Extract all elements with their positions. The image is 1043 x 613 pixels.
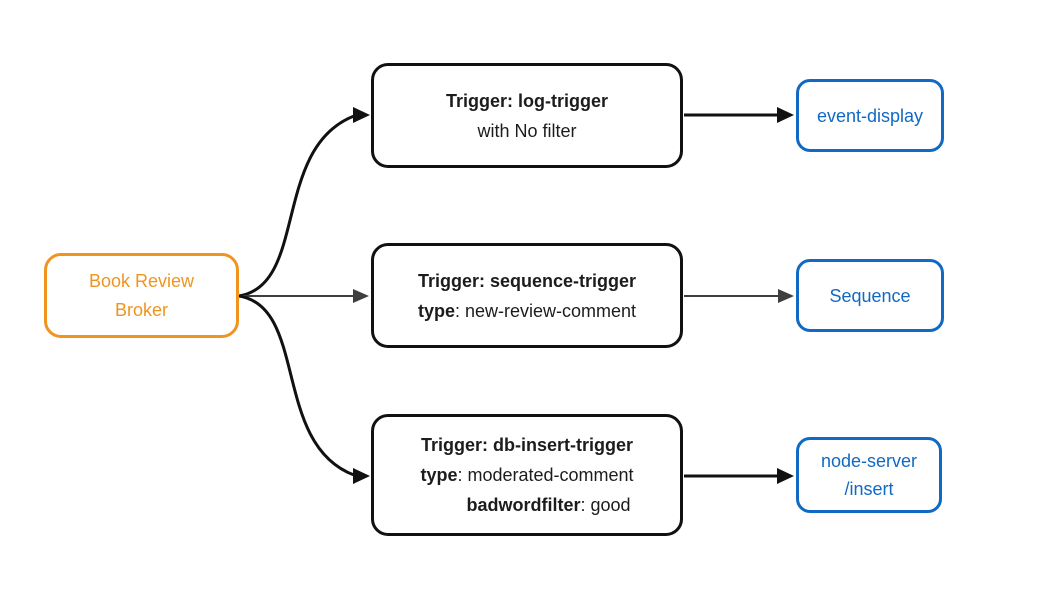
trigger-log-filter: with No filter [477, 120, 577, 141]
trigger-node-sequence: Trigger: sequence-trigger type: new-revi… [371, 243, 683, 348]
trigger-db-insert-badword-value: : good [580, 495, 631, 515]
sink-node-node-server: node-server /insert [796, 437, 942, 513]
arrowhead-broker-to-log-trigger [353, 107, 370, 123]
broker-label-line1: Book Review [88, 270, 195, 291]
sink-node-server-label-line1: node-server [820, 451, 918, 471]
arrow-broker-to-db-insert-trigger [238, 294, 355, 477]
trigger-db-insert-filter-badword: badwordfilter: good [423, 490, 630, 520]
sink-node-event-display: event-display [796, 79, 944, 152]
arrowhead-broker-to-db-insert-trigger [353, 468, 370, 484]
arrow-broker-to-log-trigger [238, 114, 355, 298]
arrowhead-sequence-trigger-to-sequence [778, 289, 794, 303]
arrowhead-db-insert-trigger-to-node-server [777, 468, 794, 484]
broker-node: Book Review Broker [44, 253, 239, 338]
sink-sequence-label: Sequence [829, 285, 911, 306]
trigger-db-insert-badword-key: badwordfilter [466, 495, 581, 515]
sink-node-sequence: Sequence [796, 259, 944, 332]
trigger-db-insert-filter-type: type: moderated-comment [420, 460, 633, 490]
trigger-db-insert-type-key: type [420, 465, 458, 485]
trigger-log-title: Trigger: log-trigger [446, 90, 608, 111]
broker-label-line2: Broker [114, 299, 168, 320]
trigger-sequence-title: Trigger: sequence-trigger [417, 270, 637, 291]
trigger-sequence-filter-key: type [417, 300, 455, 321]
sink-event-display-label: event-display [816, 105, 924, 126]
trigger-node-log: Trigger: log-trigger with No filter [371, 63, 683, 168]
trigger-db-insert-title: Trigger: db-insert-trigger [420, 435, 633, 455]
trigger-db-insert-type-value: : moderated-comment [457, 465, 634, 485]
arrowhead-broker-to-sequence-trigger [353, 289, 369, 303]
trigger-sequence-filter: type: new-review-comment [418, 296, 636, 326]
trigger-sequence-filter-value: : new-review-comment [454, 300, 637, 321]
trigger-node-db-insert: Trigger: db-insert-trigger type: moderat… [371, 414, 683, 536]
arrowhead-log-trigger-to-event-display [777, 107, 794, 123]
sink-node-server-label-line2: /insert [844, 479, 894, 499]
